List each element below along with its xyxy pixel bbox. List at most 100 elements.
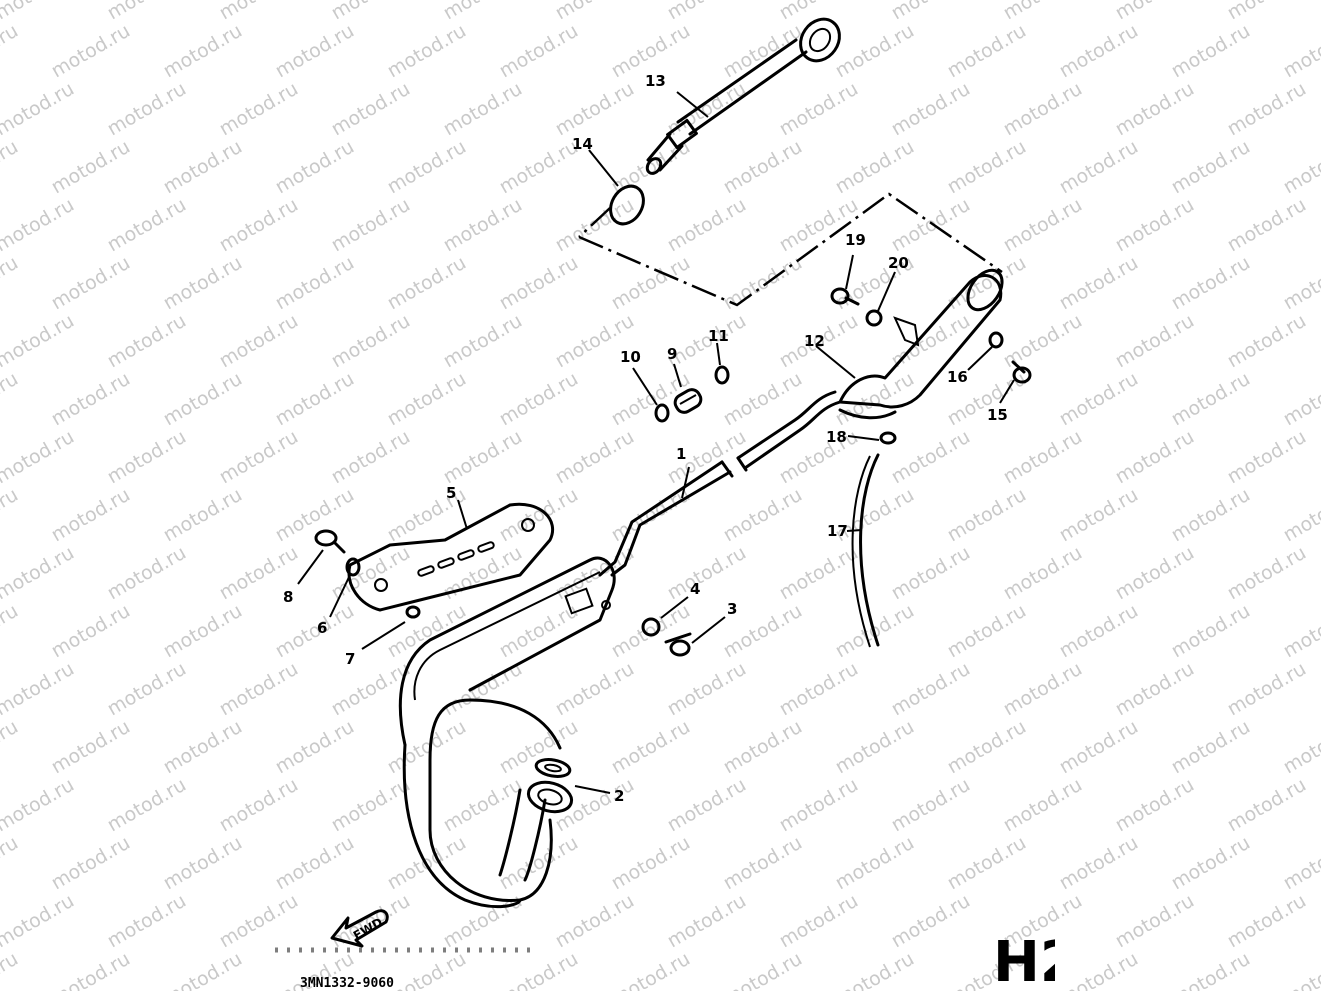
watermark-text: motod.ru: [944, 136, 1030, 199]
watermark-text: motod.ru: [0, 890, 78, 953]
watermark-text: motod.ru: [552, 658, 638, 721]
diagram-code: 3MN1332-9060: [300, 976, 394, 991]
callout-4: 4: [690, 580, 700, 598]
watermark-text: motod.ru: [496, 252, 582, 315]
watermark-text: motod.ru: [888, 774, 974, 837]
watermark-text: motod.ru: [552, 774, 638, 837]
watermark-text: motod.ru: [944, 832, 1030, 895]
watermark-text: motod.ru: [216, 426, 302, 489]
watermark-text: motod.ru: [0, 368, 22, 431]
callout-10: 10: [620, 348, 641, 366]
watermark-text: motod.ru: [48, 484, 134, 547]
watermark-text: motod.ru: [272, 832, 358, 895]
callout-9: 9: [667, 345, 677, 363]
callout-18: 18: [826, 428, 847, 446]
muffler-bolt: [664, 632, 692, 657]
watermark-text: motod.ru: [720, 948, 806, 991]
watermark-text: motod.ru: [1280, 832, 1321, 895]
watermark-text: motod.ru: [1112, 542, 1198, 605]
watermark-text: motod.ru: [664, 0, 750, 24]
watermark-text: motod.ru: [440, 0, 526, 24]
bracket-bolt: [830, 287, 860, 306]
watermark-text: motod.ru: [0, 136, 22, 199]
watermark-text: motod.ru: [1280, 484, 1321, 547]
watermark-text: motod.ru: [664, 194, 750, 257]
watermark-text: motod.ru: [1056, 252, 1142, 315]
watermark-text: motod.ru: [1168, 716, 1254, 779]
watermark-text: motod.ru: [216, 0, 302, 24]
watermark-text: motod.ru: [48, 716, 134, 779]
watermark-text: motod.ru: [0, 194, 78, 257]
watermark-text: motod.ru: [216, 78, 302, 141]
watermark-text: motod.ru: [496, 948, 582, 991]
watermark-text: motod.ru: [1000, 194, 1086, 257]
watermark-text: motod.ru: [48, 252, 134, 315]
watermark-text: motod.ru: [216, 194, 302, 257]
watermark-text: motod.ru: [384, 136, 470, 199]
watermark-text: motod.ru: [720, 136, 806, 199]
watermark-text: motod.ru: [1224, 194, 1310, 257]
watermark-text: motod.ru: [1000, 658, 1086, 721]
watermark-text: motod.ru: [160, 20, 246, 83]
watermark-text: motod.ru: [0, 716, 22, 779]
watermark-text: motod.ru: [776, 78, 862, 141]
watermark-text: motod.ru: [608, 368, 694, 431]
assembly-bracket-line: [578, 192, 1003, 307]
watermark-text: motod.ru: [0, 252, 22, 315]
watermark-text: motod.ru: [272, 716, 358, 779]
callout-16: 16: [947, 368, 968, 386]
exhaust-pipe: [398, 390, 842, 909]
silencer: [838, 268, 1004, 420]
silencer-washer: [988, 331, 1004, 349]
bracket-washer: [865, 309, 883, 327]
watermark-text: motod.ru: [1112, 0, 1198, 24]
watermark-text: motod.ru: [160, 484, 246, 547]
watermark-text: motod.ru: [104, 0, 190, 24]
watermark-text: motod.ru: [0, 310, 78, 373]
watermark-text: motod.ru: [216, 890, 302, 953]
watermark-text: motod.ru: [328, 78, 414, 141]
watermark-text: motod.ru: [1280, 600, 1321, 663]
watermark-text: motod.ru: [888, 890, 974, 953]
watermark-text: motod.ru: [384, 484, 470, 547]
watermark-text: motod.ru: [160, 832, 246, 895]
callout-11: 11: [708, 327, 729, 345]
watermark-text: motod.ru: [1280, 136, 1321, 199]
callout-3: 3: [727, 600, 737, 618]
watermark-text: motod.ru: [1280, 716, 1321, 779]
watermark-text: motod.ru: [1168, 484, 1254, 547]
watermark-text: motod.ru: [216, 310, 302, 373]
watermark-text: motod.ru: [0, 0, 78, 24]
silencer-bolt: [1011, 360, 1032, 384]
watermark-text: motod.ru: [272, 20, 358, 83]
watermark-text: motod.ru: [832, 136, 918, 199]
watermark-text: motod.ru: [1112, 774, 1198, 837]
watermark-text: motod.ru: [664, 658, 750, 721]
watermark-text: motod.ru: [1000, 0, 1086, 24]
muffler-washer: [641, 617, 661, 637]
callout-5: 5: [446, 484, 456, 502]
watermark-text: motod.ru: [1000, 78, 1086, 141]
watermark-text: motod.ru: [48, 832, 134, 895]
watermark-text: motod.ru: [496, 136, 582, 199]
watermark-text: motod.ru: [1280, 368, 1321, 431]
watermark-text: motod.ru: [104, 78, 190, 141]
watermark-text: motod.ru: [104, 890, 190, 953]
drain-hose: [859, 453, 880, 647]
watermark-text: motod.ru: [0, 542, 78, 605]
watermark-text: motod.ru: [776, 774, 862, 837]
watermark-text: motod.ru: [1224, 310, 1310, 373]
watermark-text: motod.ru: [48, 20, 134, 83]
exhaust-gasket: [526, 758, 574, 814]
watermark-text: motod.ru: [664, 890, 750, 953]
watermark-text: motod.ru: [1168, 20, 1254, 83]
watermark-text: motod.ru: [552, 426, 638, 489]
watermark-text: motod.ru: [1112, 426, 1198, 489]
watermark-text: motod.ru: [832, 832, 918, 895]
watermark-text: motod.ru: [1224, 890, 1310, 953]
leader-lines: [297, 91, 1015, 794]
watermark-text: motod.ru: [944, 716, 1030, 779]
watermark-text: motod.ru: [104, 310, 190, 373]
callout-8: 8: [283, 588, 293, 606]
watermark-text: motod.ru: [1112, 310, 1198, 373]
